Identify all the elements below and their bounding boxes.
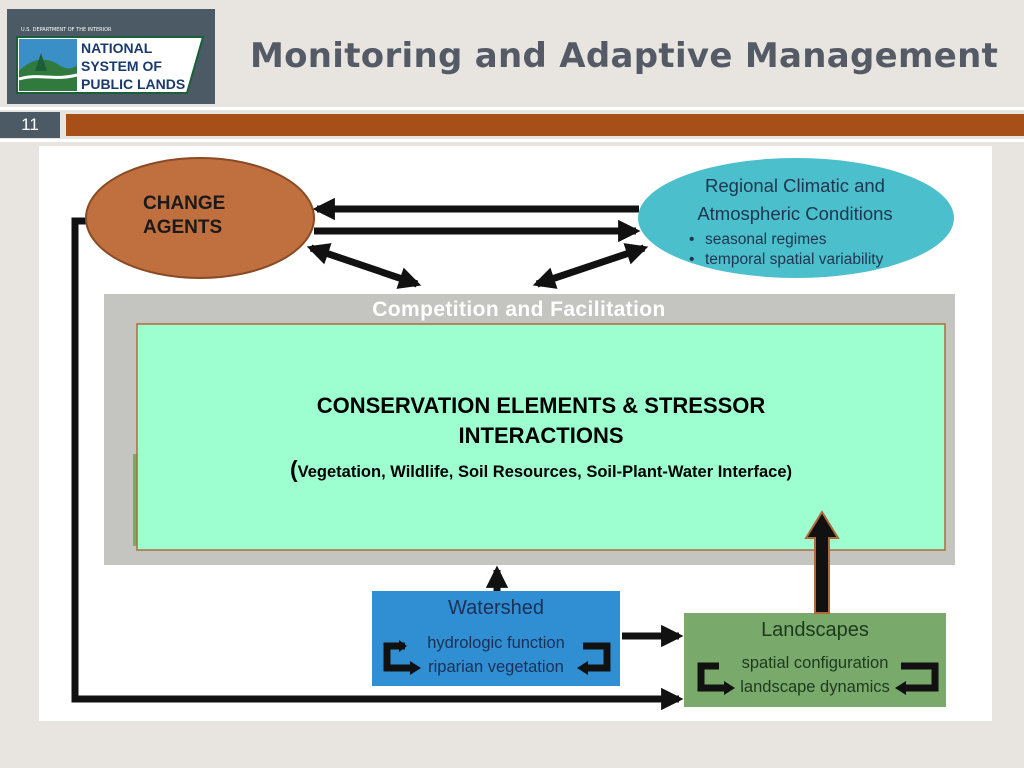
logo-line-3: PUBLIC LANDS [81, 76, 185, 92]
conservation-box [136, 323, 946, 551]
header-rule [0, 107, 1024, 110]
watershed-item: hydrologic function [427, 634, 565, 652]
regional-bullet: seasonal regimes [689, 230, 951, 250]
regional-bullet-list: seasonal regimes temporal spatial variab… [639, 230, 951, 270]
change-agents-line-2: AGENTS [143, 217, 223, 238]
logo: U.S. DEPARTMENT OF THE INTERIOR NATIONAL… [7, 9, 215, 104]
landscapes-item: landscape dynamics [740, 678, 890, 696]
arrow-agents-competition [306, 243, 422, 289]
feedback-arrow [71, 217, 684, 711]
conservation-title-line-2: INTERACTIONS [458, 423, 624, 448]
watershed-loop-left-icon [383, 640, 421, 675]
conservation-subtitle: (Vegetation, Wildlife, Soil Resources, S… [137, 451, 945, 490]
public-lands-logo: U.S. DEPARTMENT OF THE INTERIOR NATIONAL… [16, 27, 205, 94]
watershed-loop-right-icon [577, 642, 611, 675]
logo-line-1: NATIONAL [81, 40, 153, 56]
landscapes-item: spatial configuration [741, 654, 889, 672]
watershed-item: riparian vegetation [428, 658, 564, 676]
arrow-regional-competition [532, 243, 649, 289]
change-agents-node [85, 157, 315, 279]
logo-line-2: SYSTEM OF [81, 58, 162, 74]
diagram-panel: CHANGE AGENTS Regional Climatic and Atmo… [39, 146, 992, 721]
competition-title: Competition and Facilitation [372, 298, 666, 321]
landscapes-loop-left-icon [697, 662, 735, 695]
conservation-title-line-1: CONSERVATION ELEMENTS & STRESSOR [316, 393, 766, 418]
change-agents-label: CHANGE AGENTS [143, 192, 283, 240]
regional-title-line-2: Atmospheric Conditions [697, 203, 893, 224]
subtitle-paren: ( [289, 456, 298, 482]
change-agents-line-1: CHANGE [143, 193, 226, 214]
slide-number: 11 [0, 112, 60, 138]
watershed-items: hydrologic function riparian vegetation [372, 631, 620, 679]
landscapes-items: spatial configuration landscape dynamics [684, 651, 946, 699]
landscapes-loop-right-icon [895, 662, 939, 695]
landscapes-title: Landscapes [761, 619, 869, 641]
arrow-landscapes-up [804, 510, 840, 614]
conservation-label: CONSERVATION ELEMENTS & STRESSOR INTERAC… [137, 391, 945, 490]
slide-title: Monitoring and Adaptive Management [250, 36, 999, 76]
regional-title-line-1: Regional Climatic and [705, 175, 885, 196]
regional-bullet: temporal spatial variability [689, 250, 951, 270]
header-rule-bottom [0, 139, 1024, 142]
subtitle-text: Vegetation, Wildlife, Soil Resources, So… [297, 463, 792, 481]
regional-conditions-label: Regional Climatic and Atmospheric Condit… [639, 172, 951, 270]
watershed-title: Watershed [448, 597, 544, 619]
logo-agency-text: U.S. DEPARTMENT OF THE INTERIOR [21, 27, 112, 33]
accent-bar [66, 114, 1024, 136]
